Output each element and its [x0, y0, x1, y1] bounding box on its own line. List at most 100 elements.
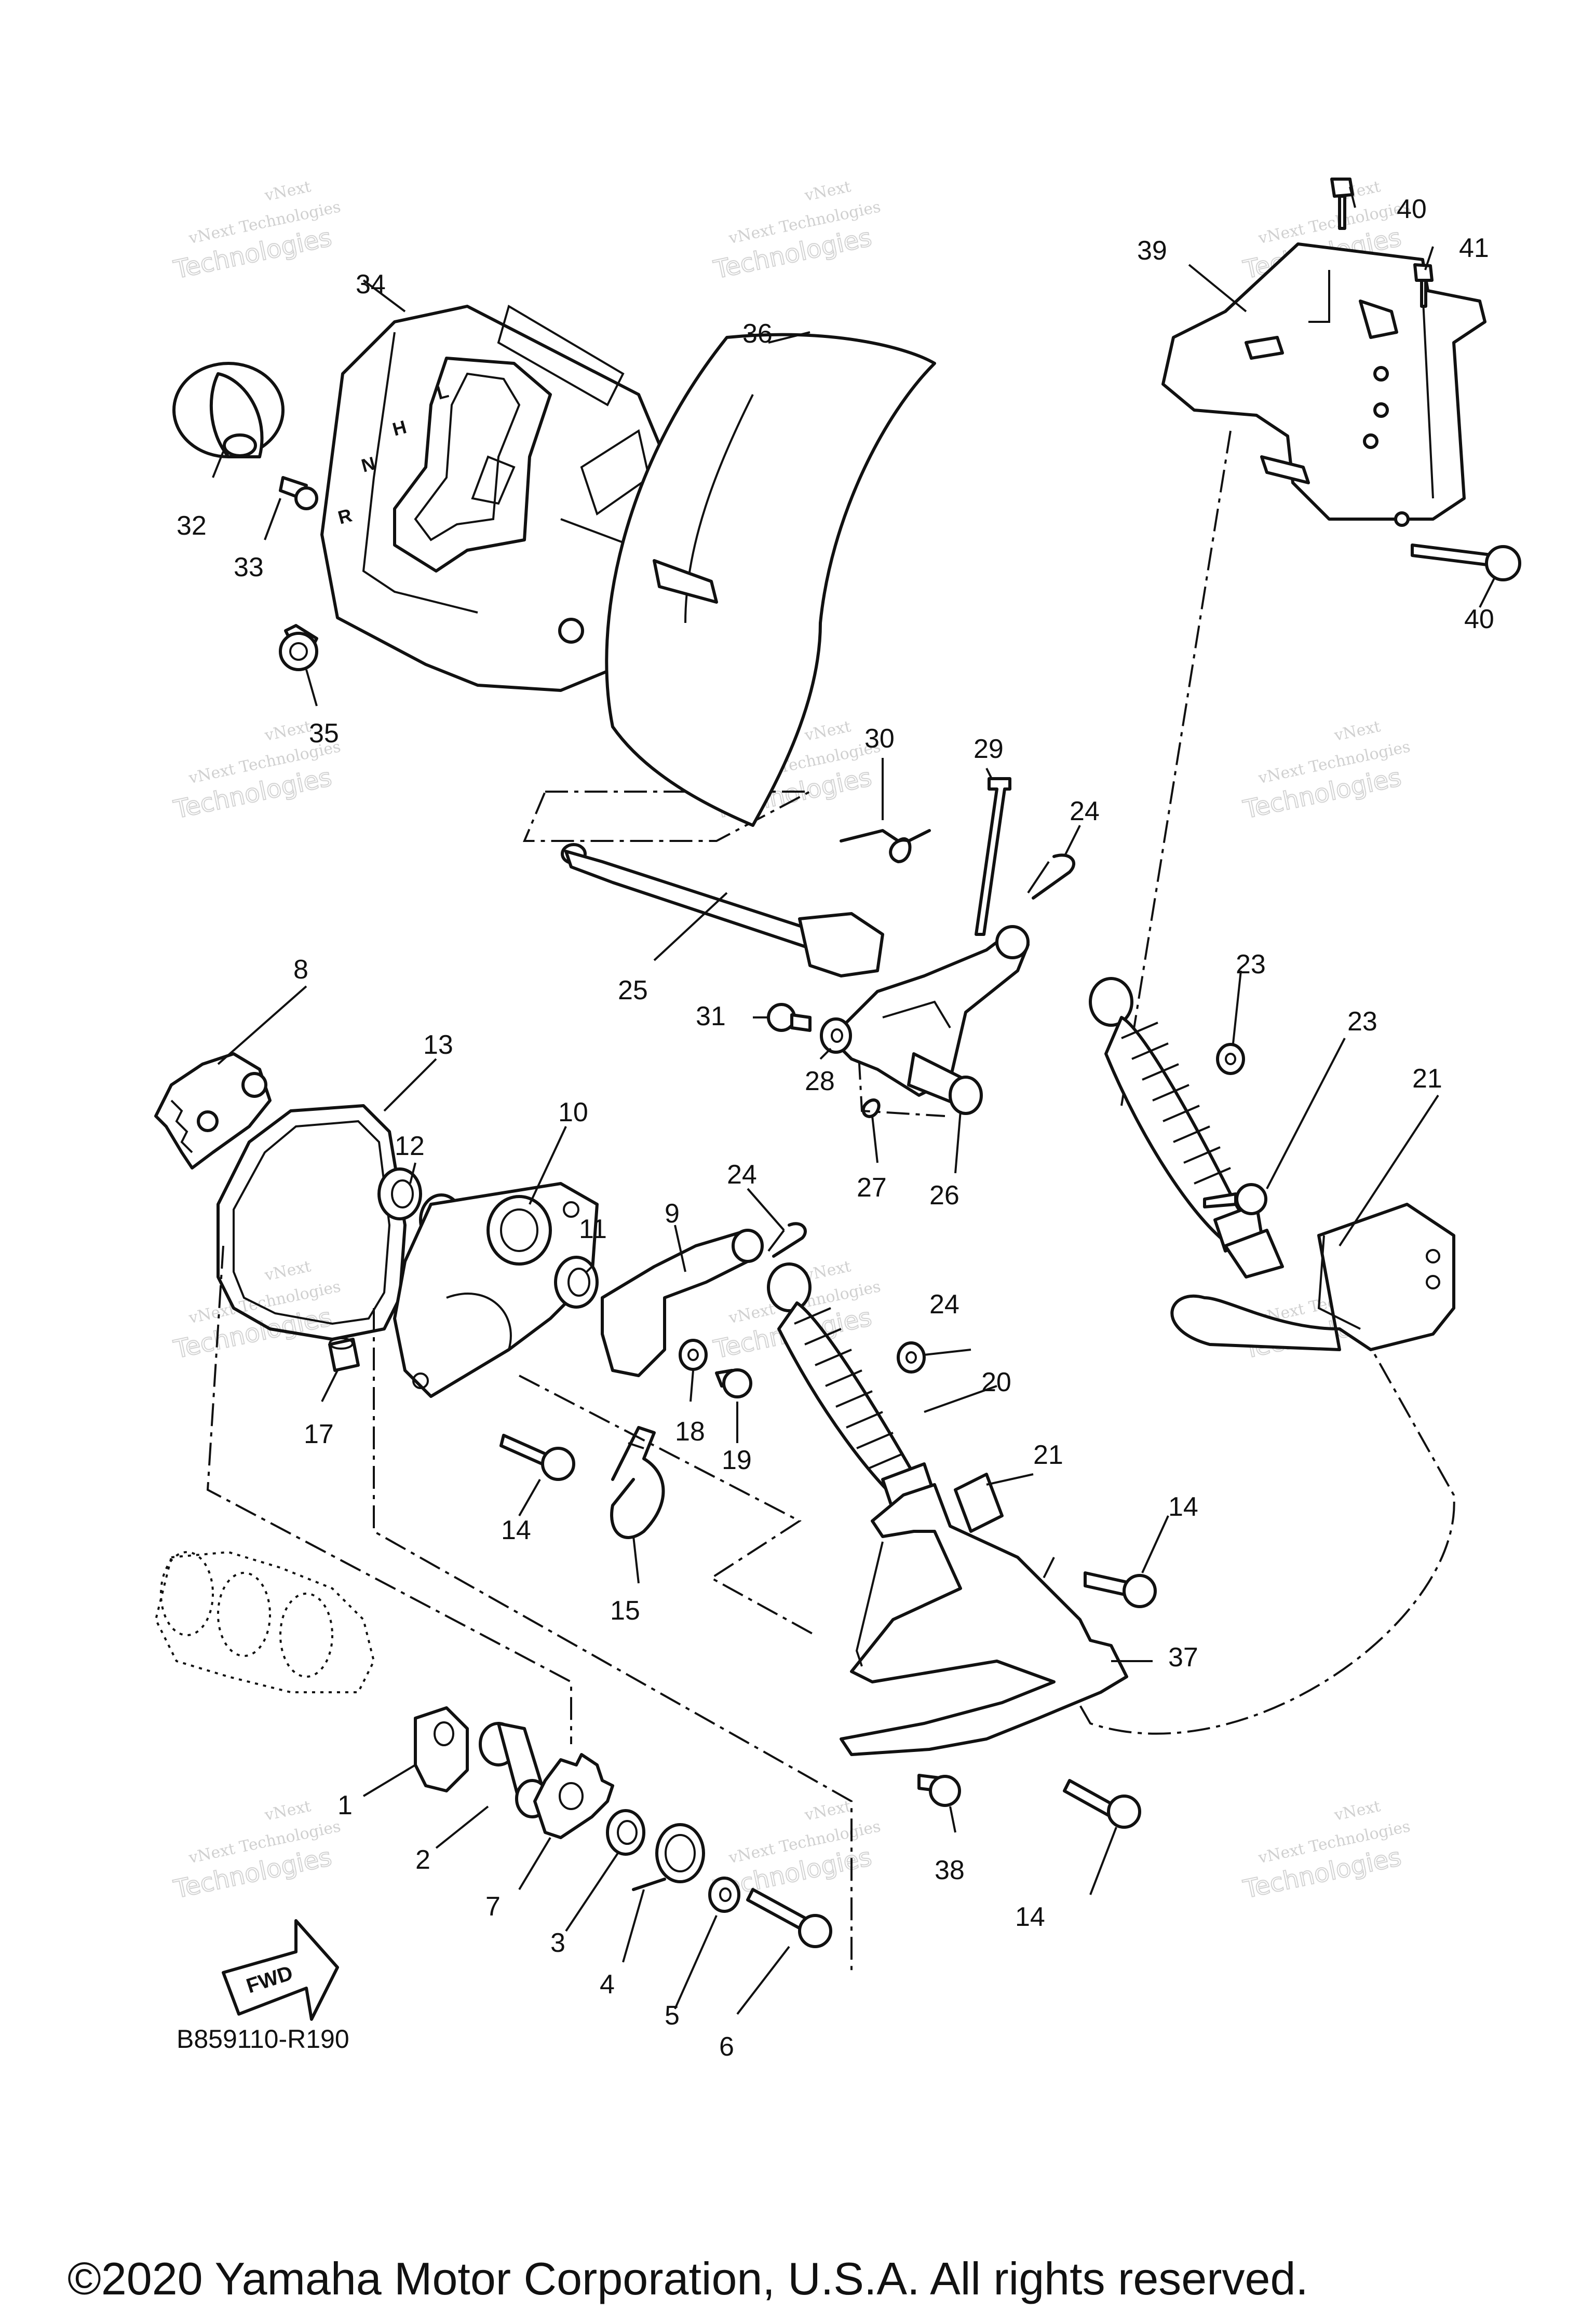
- callout-32: 32: [177, 511, 207, 541]
- part-14-bolt: [499, 1434, 575, 1481]
- watermark-text: vNext: [1332, 717, 1382, 745]
- part-upper-cable-boot: [1089, 977, 1284, 1279]
- part-20-clip: [954, 1473, 1004, 1533]
- watermark-text: vNext: [803, 1797, 853, 1825]
- callout-40: 41: [1459, 233, 1489, 263]
- copyright-notice: ©2020 Yamaha Motor Corporation, U.S.A. A…: [67, 2253, 1308, 2304]
- part-9-shift-shaft: [601, 1229, 764, 1377]
- part-24-cotter-pin: [1027, 853, 1075, 900]
- part-36-shield: [605, 333, 936, 827]
- part-28-pin: [975, 777, 1011, 936]
- part-17-washer: [679, 1339, 708, 1371]
- callout-19: 20: [981, 1367, 1011, 1397]
- part-10-cover: [393, 1182, 599, 1398]
- part-6-bolt: [746, 1888, 832, 1948]
- part-shift-drum-reference: [154, 1551, 375, 1693]
- part-7-gear: [533, 1753, 614, 1839]
- callout-14: 14: [501, 1515, 531, 1545]
- part-5-washer: [708, 1877, 740, 1913]
- callout-24: 24: [727, 1160, 757, 1190]
- callout-6: 6: [719, 2032, 734, 2062]
- callout-7: 7: [485, 1892, 501, 1922]
- callout-35: 35: [309, 718, 339, 749]
- callout-16: 17: [304, 1419, 334, 1449]
- part-29-spring: [840, 829, 931, 863]
- watermark-text: vNext: [803, 717, 853, 745]
- callout-23: 24: [929, 1289, 959, 1320]
- part-23-washer: [1216, 1043, 1245, 1075]
- callout-4: 4: [600, 1969, 615, 2000]
- callout-37: 37: [1168, 1642, 1198, 1673]
- watermark-text: vNext: [1332, 1797, 1382, 1825]
- callout-39: 39: [1137, 236, 1167, 266]
- part-30-washer: [820, 1017, 852, 1054]
- part-3-washer: [606, 1809, 645, 1856]
- callout-33: 33: [234, 552, 264, 582]
- part-25-shift-rod: [561, 843, 884, 977]
- callout-1: 1: [337, 1790, 353, 1820]
- fwd-arrow-icon: FWD: [222, 1919, 339, 2021]
- leader-lines: [212, 186, 1496, 2015]
- part-1-stopper: [414, 1706, 469, 1792]
- callout-26: 26: [929, 1180, 959, 1211]
- part-22-bolt: [1203, 1183, 1267, 1215]
- drawing-code: B859110-R190: [177, 2024, 349, 2054]
- callout-24: 24: [1070, 796, 1100, 826]
- callout-34: 34: [356, 269, 386, 300]
- callout-14: 14: [1015, 1902, 1045, 1932]
- callout-2: 2: [415, 1845, 430, 1875]
- part-14-bolt: [1084, 1571, 1157, 1608]
- part-21-guard: [1170, 1203, 1455, 1351]
- callout-20: 21: [1033, 1440, 1063, 1470]
- part-18-bolt: [715, 1368, 752, 1398]
- part-40-bolt: [1413, 263, 1434, 308]
- callout-15: 15: [610, 1596, 640, 1626]
- part-41-bolt: [1411, 543, 1521, 581]
- part-34-shift-panel: L H N R: [320, 304, 666, 692]
- watermark-text: vNext: [263, 1257, 313, 1285]
- part-8-segment: [154, 1052, 272, 1170]
- part-31-bolt: [767, 1003, 812, 1032]
- part-40-bolt: [1330, 178, 1354, 230]
- callout-13: 13: [423, 1030, 453, 1060]
- part-14-bolt: [1063, 1779, 1141, 1829]
- watermark-text: vNext: [803, 178, 853, 205]
- callout-14: 14: [1168, 1492, 1198, 1522]
- part-38-bolt: [917, 1774, 961, 1807]
- watermark-text: vNext: [263, 1797, 313, 1825]
- callout-23: 23: [1236, 949, 1266, 980]
- part-4-spring: [632, 1823, 705, 1891]
- part-23-washer: [897, 1341, 926, 1374]
- callout-17: 18: [675, 1417, 705, 1447]
- callout-29: 30: [864, 724, 895, 754]
- callout-18: 19: [722, 1445, 752, 1475]
- part-39-bracket: [1161, 242, 1486, 527]
- callout-21: 21: [1412, 1064, 1442, 1094]
- callout-5: 5: [665, 2001, 680, 2031]
- callout-28: 29: [974, 734, 1004, 764]
- part-32-shift-knob: [172, 362, 285, 458]
- part-16-dowel: [328, 1337, 360, 1372]
- watermark-text: vNext: [263, 178, 313, 205]
- callout-31: 31: [696, 1001, 726, 1031]
- callout-3: 3: [550, 1928, 565, 1958]
- callout-41: 40: [1464, 604, 1494, 634]
- part-26-shift-arm: [829, 925, 1030, 1115]
- callout-10: 10: [558, 1097, 588, 1127]
- part-35-bolt: [279, 624, 318, 671]
- callout-12: 12: [395, 1131, 425, 1161]
- callout-8: 8: [293, 955, 308, 985]
- part-11-oil-seal: [554, 1256, 599, 1309]
- callout-40: 40: [1397, 194, 1427, 224]
- callout-36: 36: [742, 319, 773, 349]
- callout-9: 9: [665, 1199, 680, 1229]
- callout-30: 28: [805, 1066, 835, 1096]
- part-15-clamp: [610, 1426, 665, 1539]
- watermark-text: vNext: [263, 717, 313, 745]
- callout-11: 11: [579, 1214, 607, 1244]
- part-27-clip: [861, 1098, 881, 1118]
- part-33-bolt: [279, 476, 318, 510]
- callout-22: 23: [1347, 1007, 1377, 1037]
- part-24-cotter-pin: [767, 1222, 807, 1258]
